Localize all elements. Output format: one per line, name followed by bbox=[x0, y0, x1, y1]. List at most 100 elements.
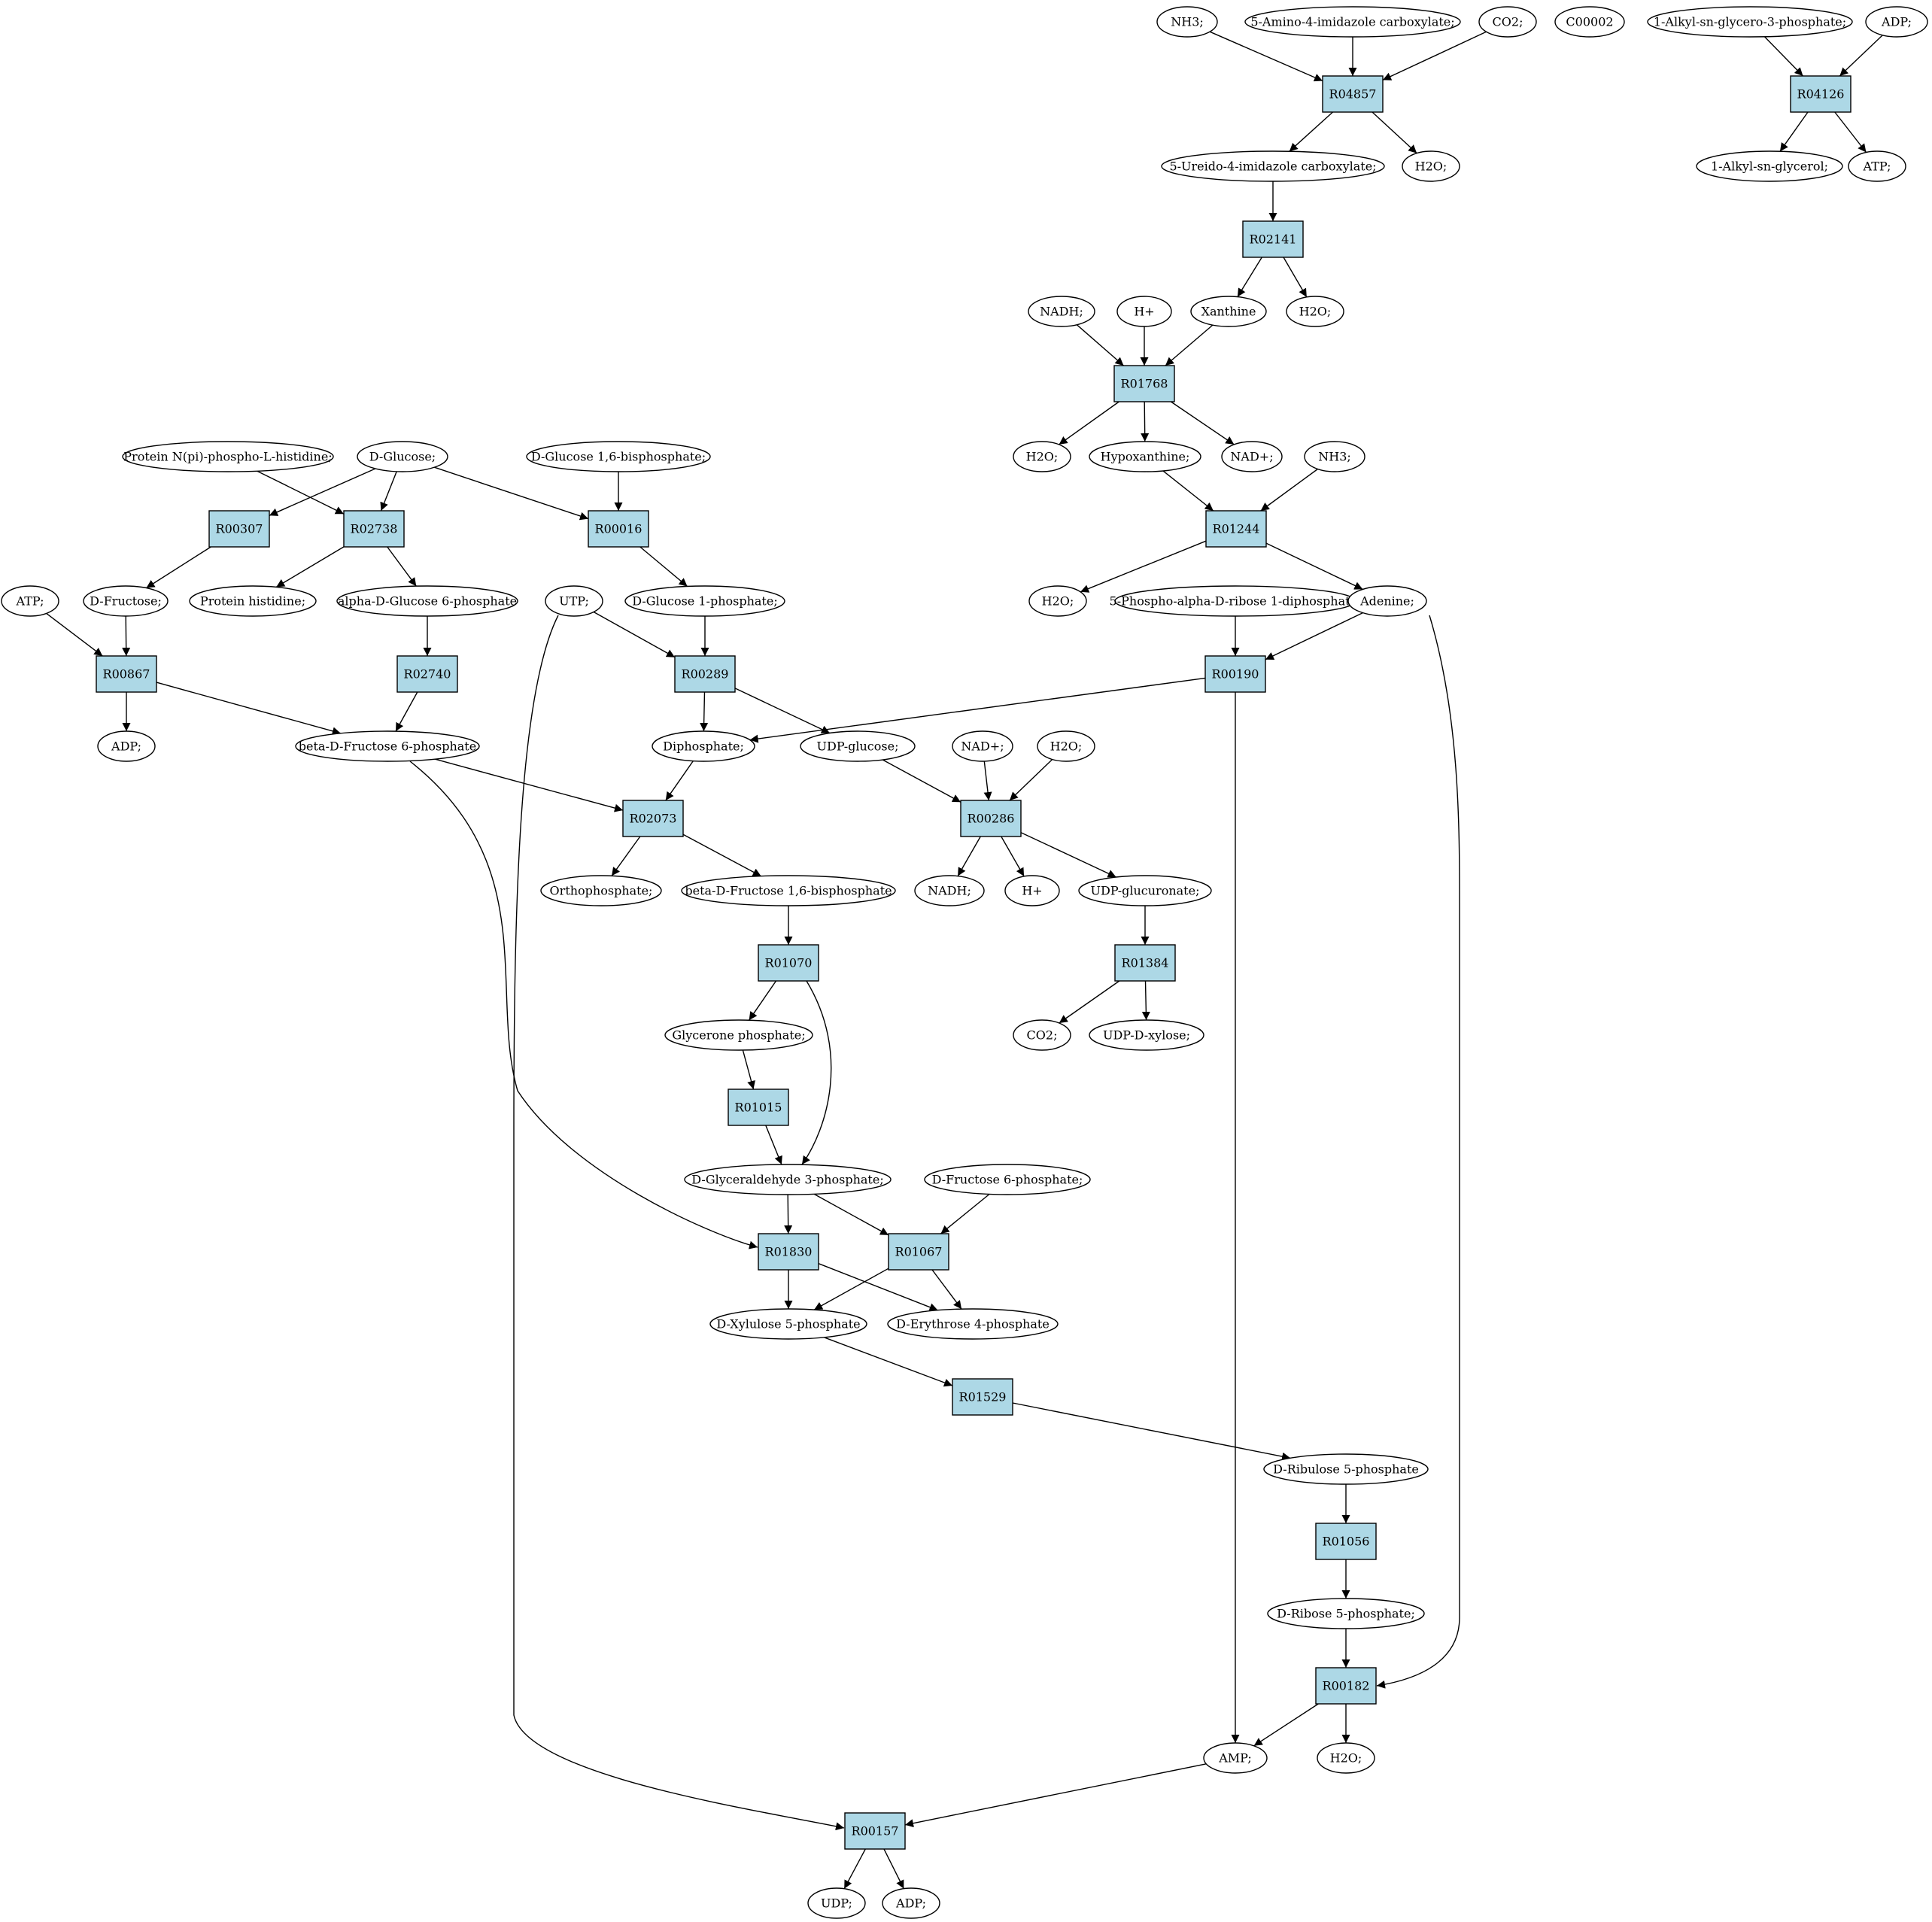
compound-node-c-prothis: Protein histidine; bbox=[189, 585, 317, 617]
edge-r04857-to-c-h2o-1 bbox=[1372, 111, 1417, 154]
reaction-box bbox=[952, 1378, 1013, 1416]
reaction-node-r00182: R00182 bbox=[1315, 1667, 1377, 1705]
compound-label: AMP; bbox=[1218, 1751, 1252, 1766]
edge-r01244-to-c-h2o-4 bbox=[1080, 540, 1207, 593]
edge-c-protein-nphis-to-r02738 bbox=[257, 470, 345, 515]
reaction-box bbox=[96, 655, 157, 693]
reaction-label: R01070 bbox=[765, 956, 813, 970]
compound-node-c-prpp: 5-Phospho-alpha-D-ribose 1-diphosphate; bbox=[1110, 585, 1361, 617]
reaction-label: R00286 bbox=[968, 812, 1015, 826]
compound-label: CO2; bbox=[1493, 15, 1523, 29]
edge-c-bdf6p-to-r02073 bbox=[434, 758, 624, 812]
compound-label: NAD+; bbox=[961, 739, 1004, 754]
edge-r02073-to-c-bdf16bp bbox=[682, 833, 762, 877]
reaction-label: R01830 bbox=[765, 1245, 813, 1259]
compound-label: C00002 bbox=[1566, 15, 1613, 29]
compound-label: D-Glucose; bbox=[369, 450, 436, 464]
reaction-node-r01768: R01768 bbox=[1113, 365, 1175, 402]
compound-node-c-de4p: D-Erythrose 4-phosphate bbox=[887, 1308, 1059, 1340]
compound-node-c-nh3-2: NH3; bbox=[1304, 441, 1365, 472]
reaction-box bbox=[208, 510, 270, 548]
compound-node-c-h2o-4: H2O; bbox=[1028, 585, 1087, 617]
compound-ellipse bbox=[1, 585, 59, 617]
edge-c-dglucose-to-r00307 bbox=[269, 468, 376, 516]
reaction-node-r01067: R01067 bbox=[888, 1233, 949, 1271]
edge-r00016-to-c-dg1p bbox=[639, 546, 688, 588]
compound-node-c-dga3p: D-Glyceraldehyde 3-phosphate; bbox=[684, 1164, 892, 1195]
reaction-node-r00307: R00307 bbox=[208, 510, 270, 548]
reaction-node-r02740: R02740 bbox=[396, 655, 458, 693]
edge-c-amp-to-r00157 bbox=[904, 1763, 1207, 1828]
compound-ellipse bbox=[1028, 585, 1087, 617]
reaction-box bbox=[622, 800, 684, 837]
edge-r01015-to-c-dga3p bbox=[765, 1125, 782, 1165]
edge-r04857-to-c-5u4ic bbox=[1289, 111, 1333, 152]
edge-r00157-to-c-adp-bottom bbox=[883, 1848, 904, 1890]
edge-r00289-to-c-diphosphate bbox=[700, 691, 709, 732]
reaction-label: R01067 bbox=[895, 1245, 943, 1259]
reaction-box bbox=[1790, 75, 1852, 113]
compound-node-c-bdf16bp: beta-D-Fructose 1,6-bisphosphate bbox=[681, 875, 896, 906]
compound-node-c-xanthine: Xanthine bbox=[1190, 296, 1267, 327]
compound-label: D-Ribose 5-phosphate; bbox=[1277, 1607, 1415, 1621]
compound-label: NH3; bbox=[1171, 15, 1204, 29]
compound-ellipse bbox=[1116, 296, 1172, 327]
compound-node-c-nh3-top: NH3; bbox=[1156, 6, 1218, 38]
compound-label: NH3; bbox=[1318, 450, 1351, 464]
compound-ellipse bbox=[1478, 6, 1537, 38]
node-layer: NH3;5-Amino-4-imidazole carboxylate;CO2;… bbox=[1, 6, 1928, 1919]
compound-label: UDP-D-xylose; bbox=[1103, 1028, 1190, 1043]
compound-node-c-hypoxanthine: Hypoxanthine; bbox=[1089, 441, 1201, 472]
compound-ellipse bbox=[1013, 1019, 1071, 1051]
compound-ellipse bbox=[807, 1887, 866, 1919]
compound-node-c-orthophosphate: Orthophosphate; bbox=[540, 875, 662, 906]
compound-ellipse bbox=[526, 441, 711, 472]
compound-node-c-dglucose: D-Glucose; bbox=[357, 441, 448, 472]
reaction-label: R01529 bbox=[959, 1390, 1007, 1404]
compound-ellipse bbox=[1848, 150, 1906, 182]
compound-label: UTP; bbox=[559, 594, 589, 609]
reaction-node-r00190: R00190 bbox=[1204, 655, 1266, 693]
compound-label: UDP-glucuronate; bbox=[1091, 884, 1200, 898]
compound-ellipse bbox=[681, 875, 896, 906]
edge-c-xanthine-to-r01768 bbox=[1165, 324, 1214, 366]
compound-label: Glycerone phosphate; bbox=[672, 1028, 805, 1043]
compound-ellipse bbox=[545, 585, 603, 617]
reaction-box bbox=[1242, 220, 1304, 258]
reaction-box bbox=[588, 510, 649, 548]
compound-label: ATP; bbox=[1863, 159, 1891, 174]
compound-label: UDP-glucose; bbox=[817, 739, 899, 754]
compound-ellipse bbox=[1696, 150, 1843, 182]
reaction-box bbox=[1114, 944, 1176, 982]
compound-label: D-Erythrose 4-phosphate bbox=[896, 1317, 1050, 1331]
compound-node-c-udpgluc: UDP-glucuronate; bbox=[1078, 875, 1212, 906]
compound-ellipse bbox=[1286, 296, 1344, 327]
compound-label: D-Ribulose 5-phosphate bbox=[1273, 1462, 1419, 1477]
reaction-node-r04857: R04857 bbox=[1322, 75, 1384, 113]
edge-r04126-to-c-alkylg bbox=[1779, 111, 1809, 152]
compound-label: D-Glyceraldehyde 3-phosphate; bbox=[691, 1173, 883, 1187]
reaction-box bbox=[343, 510, 405, 548]
edge-c-utp-to-r00289 bbox=[593, 611, 676, 658]
compound-node-c-co2-top: CO2; bbox=[1478, 6, 1537, 38]
edge-c-hypoxanthine-to-r01244 bbox=[1162, 470, 1214, 512]
compound-label: D-Fructose 6-phosphate; bbox=[932, 1173, 1083, 1187]
compound-ellipse bbox=[652, 730, 755, 762]
reaction-label: R04126 bbox=[1797, 87, 1845, 102]
reaction-label: R02738 bbox=[351, 522, 398, 536]
reaction-label: R01015 bbox=[735, 1101, 782, 1115]
reaction-node-r02073: R02073 bbox=[622, 800, 684, 837]
compound-label: Protein histidine; bbox=[200, 594, 305, 609]
compound-label: NAD+; bbox=[1230, 450, 1273, 464]
reaction-label: R01768 bbox=[1121, 377, 1168, 391]
compound-label: H+ bbox=[1134, 305, 1154, 319]
reaction-label: R00182 bbox=[1323, 1679, 1370, 1693]
compound-label: H2O; bbox=[1050, 739, 1083, 754]
reaction-box bbox=[1315, 1667, 1377, 1705]
edge-r00157-to-c-udp bbox=[843, 1848, 866, 1890]
compound-node-c-amp: AMP; bbox=[1203, 1742, 1268, 1774]
edge-c-udpglucose-to-r00286 bbox=[882, 759, 961, 803]
compound-label: ADP; bbox=[1881, 15, 1912, 29]
edge-c-adenine-to-r00182 bbox=[1376, 615, 1460, 1689]
compound-label: UDP; bbox=[821, 1896, 852, 1911]
